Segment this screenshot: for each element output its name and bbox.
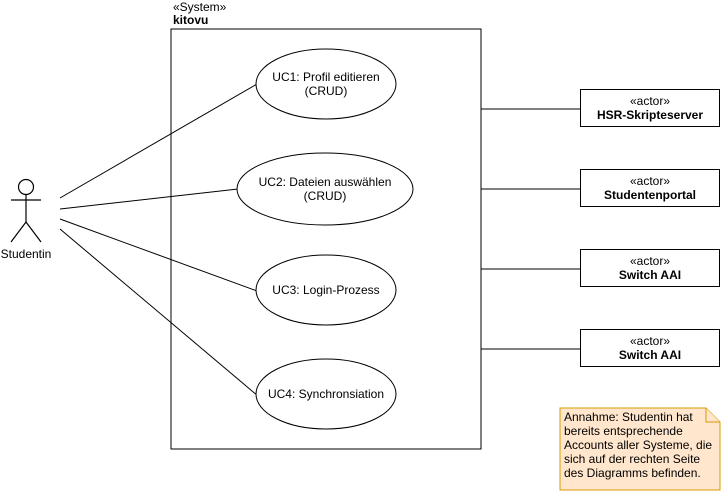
actor-switch-aai-1[interactable]: «actor» Switch AAI xyxy=(580,249,720,287)
actor-studentenportal[interactable]: «actor» Studentenportal xyxy=(580,169,720,207)
use-case-uc3-line1: UC3: Login-Prozess xyxy=(272,283,380,297)
actor-studentin-figure[interactable] xyxy=(10,178,42,243)
use-case-uc1-line2: (CRUD) xyxy=(304,84,348,98)
note-fold xyxy=(705,408,720,423)
note-annahme: Annahme: Studentin hat bereits entsprech… xyxy=(564,410,713,480)
assoc-studentin-uc3[interactable] xyxy=(59,218,258,292)
actor-head xyxy=(17,178,35,196)
actor-stereotype: «actor» xyxy=(629,334,671,348)
use-case-uc1-line1: UC1: Profil editieren xyxy=(272,70,380,84)
assoc-studentin-uc4[interactable] xyxy=(59,228,259,397)
actor-studentin-label: Studentin xyxy=(0,247,52,261)
actor-name: Switch AAI xyxy=(618,348,682,362)
actor-stereotype: «actor» xyxy=(629,94,671,108)
actor-name: HSR-Skripteserver xyxy=(596,108,704,122)
use-case-uc1[interactable]: UC1: Profil editieren (CRUD) xyxy=(256,56,396,112)
actor-stereotype: «actor» xyxy=(629,174,671,188)
use-case-uc4[interactable]: UC4: Synchronsiation xyxy=(256,366,396,422)
actor-name: Switch AAI xyxy=(618,268,682,282)
actor-name: Studentenportal xyxy=(604,188,696,202)
use-case-uc3[interactable]: UC3: Login-Prozess xyxy=(256,262,396,318)
use-case-uc2-shape[interactable] xyxy=(236,152,414,226)
use-case-uc1-shape[interactable] xyxy=(255,48,397,120)
actor-leg-right xyxy=(25,221,42,243)
system-name: kitovu xyxy=(173,13,209,27)
use-case-uc2[interactable]: UC2: Dateien auswählen (CRUD) xyxy=(237,161,413,217)
system-stereotype: «System» xyxy=(173,0,227,14)
use-case-uc4-line1: UC4: Synchronsiation xyxy=(267,387,385,401)
use-case-uc3-shape[interactable] xyxy=(255,254,397,326)
use-case-uc4-shape[interactable] xyxy=(255,358,397,430)
actor-leg-left xyxy=(10,221,27,243)
note-shape[interactable] xyxy=(559,407,721,491)
actor-switch-aai-2[interactable]: «actor» Switch AAI xyxy=(580,329,720,367)
assoc-studentin-uc1[interactable] xyxy=(59,83,258,199)
use-case-uc2-line1: UC2: Dateien auswählen xyxy=(258,175,392,189)
note-body xyxy=(559,407,721,491)
use-case-uc2-line2: (CRUD) xyxy=(303,189,347,203)
actor-hsr-skripteserver[interactable]: «actor» HSR-Skripteserver xyxy=(580,89,720,127)
actor-stereotype: «actor» xyxy=(629,254,671,268)
assoc-studentin-uc2[interactable] xyxy=(59,188,239,210)
